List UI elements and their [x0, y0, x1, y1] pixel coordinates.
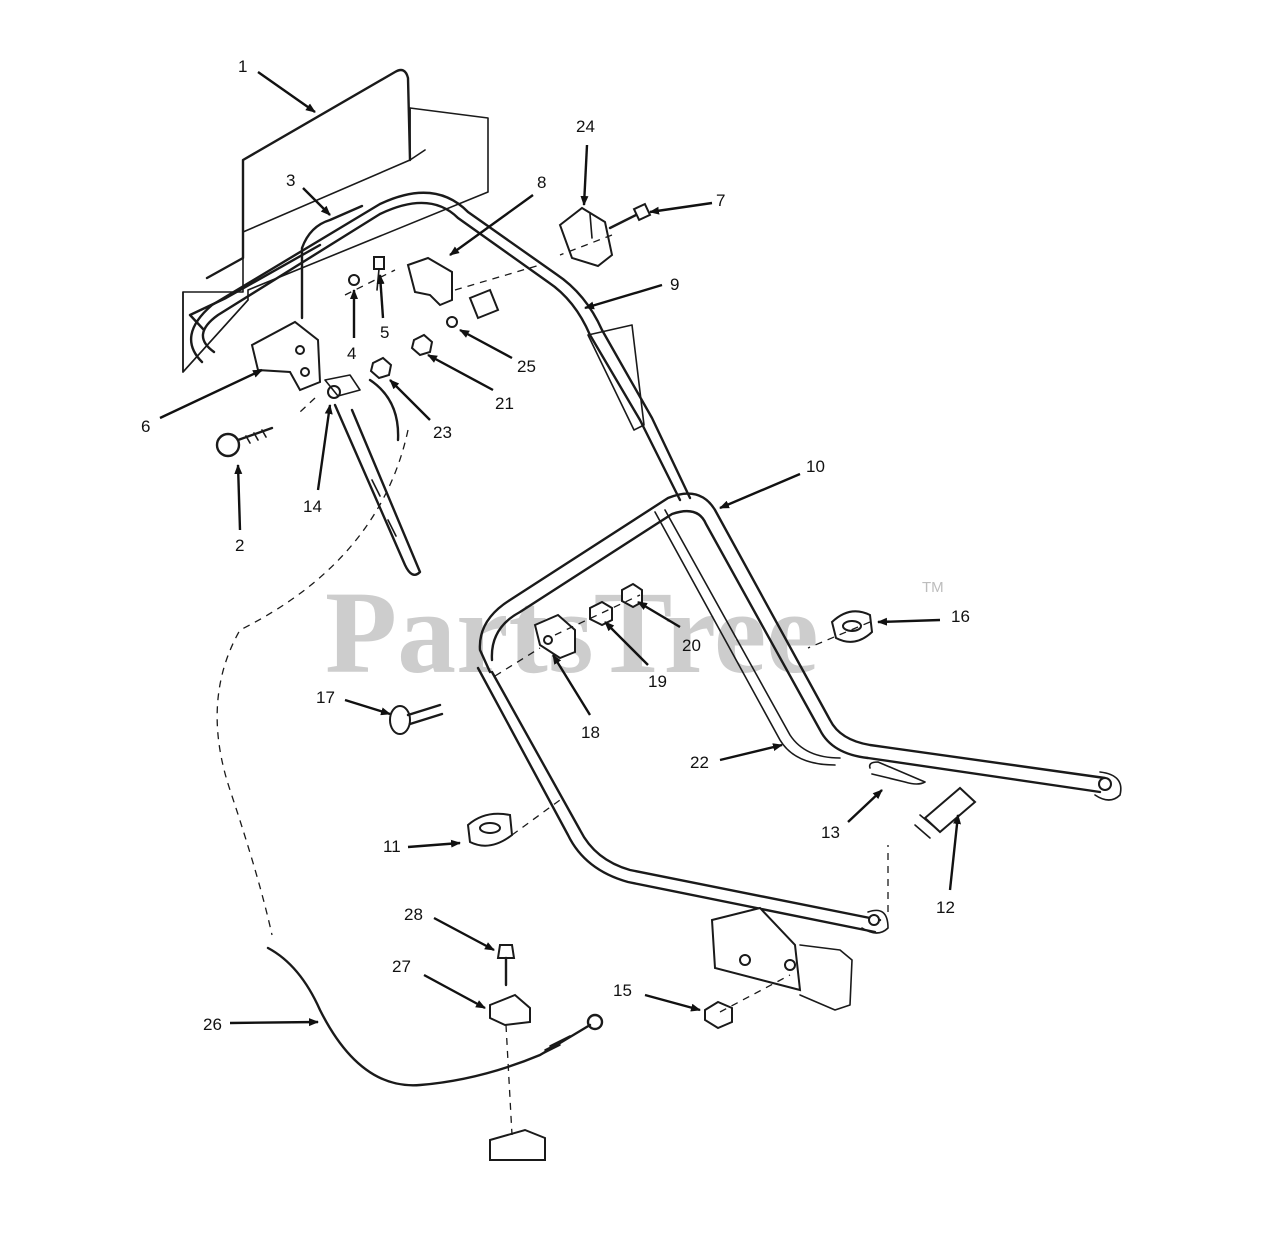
- part-2-eyebolt: [215, 426, 274, 458]
- part-24-knob: [558, 206, 614, 268]
- callout-14: 14: [303, 497, 322, 516]
- part-22-wire: [654, 509, 841, 766]
- callout-6: 6: [141, 417, 150, 436]
- part-19-washer: [589, 600, 613, 627]
- construction-lines: [299, 234, 889, 1136]
- part-13-pin: [868, 761, 926, 785]
- part-26-cable: [216, 429, 604, 1087]
- part-7-screw: [608, 202, 652, 230]
- callout-16: 16: [951, 607, 970, 626]
- part-10-lower-handle: [476, 492, 1122, 934]
- callout-4: 4: [347, 344, 356, 363]
- part-1-shield: [182, 68, 489, 373]
- part-4-washer: [348, 274, 360, 286]
- callout-11: 11: [383, 837, 401, 856]
- part-8-latch: [406, 256, 453, 307]
- callouts: 1 2 3 4 5 6 7 8 9 10 11 12 13 14 15 16 1: [141, 57, 970, 1034]
- part-18-bracket: [533, 613, 576, 660]
- callout-7: 7: [716, 191, 725, 210]
- part-25-lockwasher: [446, 316, 458, 328]
- callout-5: 5: [380, 323, 389, 342]
- part-27-clip: [489, 993, 531, 1027]
- callout-22: 22: [690, 753, 709, 772]
- part-15-nut: [704, 1000, 733, 1030]
- callout-2: 2: [235, 536, 244, 555]
- part-6-bracket: [250, 320, 322, 392]
- part-21-nut: [410, 333, 434, 357]
- lever-rod: [333, 403, 422, 576]
- callout-17: 17: [316, 688, 335, 707]
- callout-27: 27: [392, 957, 411, 976]
- callout-10: 10: [806, 457, 825, 476]
- hardware-small: [324, 256, 500, 442]
- callout-23: 23: [433, 423, 452, 442]
- callout-8: 8: [537, 173, 546, 192]
- callout-21: 21: [495, 394, 514, 413]
- bottom-bracket: [489, 1128, 546, 1161]
- part-23-nut: [369, 356, 393, 380]
- watermark-trademark: TM: [922, 579, 944, 596]
- callout-18: 18: [581, 723, 600, 742]
- callout-1: 1: [238, 57, 247, 76]
- part-28-screw: [496, 944, 516, 987]
- callout-24: 24: [576, 117, 595, 136]
- part-17-bolt: [389, 703, 444, 735]
- part-12-bolt: [914, 786, 977, 839]
- callout-20: 20: [682, 636, 701, 655]
- part-16-guide: [830, 610, 874, 643]
- callout-25: 25: [517, 357, 536, 376]
- callout-9: 9: [670, 275, 679, 294]
- callout-12: 12: [936, 898, 955, 917]
- callout-28: 28: [404, 905, 423, 924]
- part-11-guide: [466, 812, 514, 847]
- callout-15: 15: [613, 981, 632, 1000]
- callout-3: 3: [286, 171, 295, 190]
- callout-19: 19: [648, 672, 667, 691]
- callout-26: 26: [203, 1015, 222, 1034]
- callout-13: 13: [821, 823, 840, 842]
- part-3-rod: [188, 204, 364, 332]
- part-5-bolt-head: [373, 256, 385, 270]
- lower-bracket: [710, 906, 853, 1011]
